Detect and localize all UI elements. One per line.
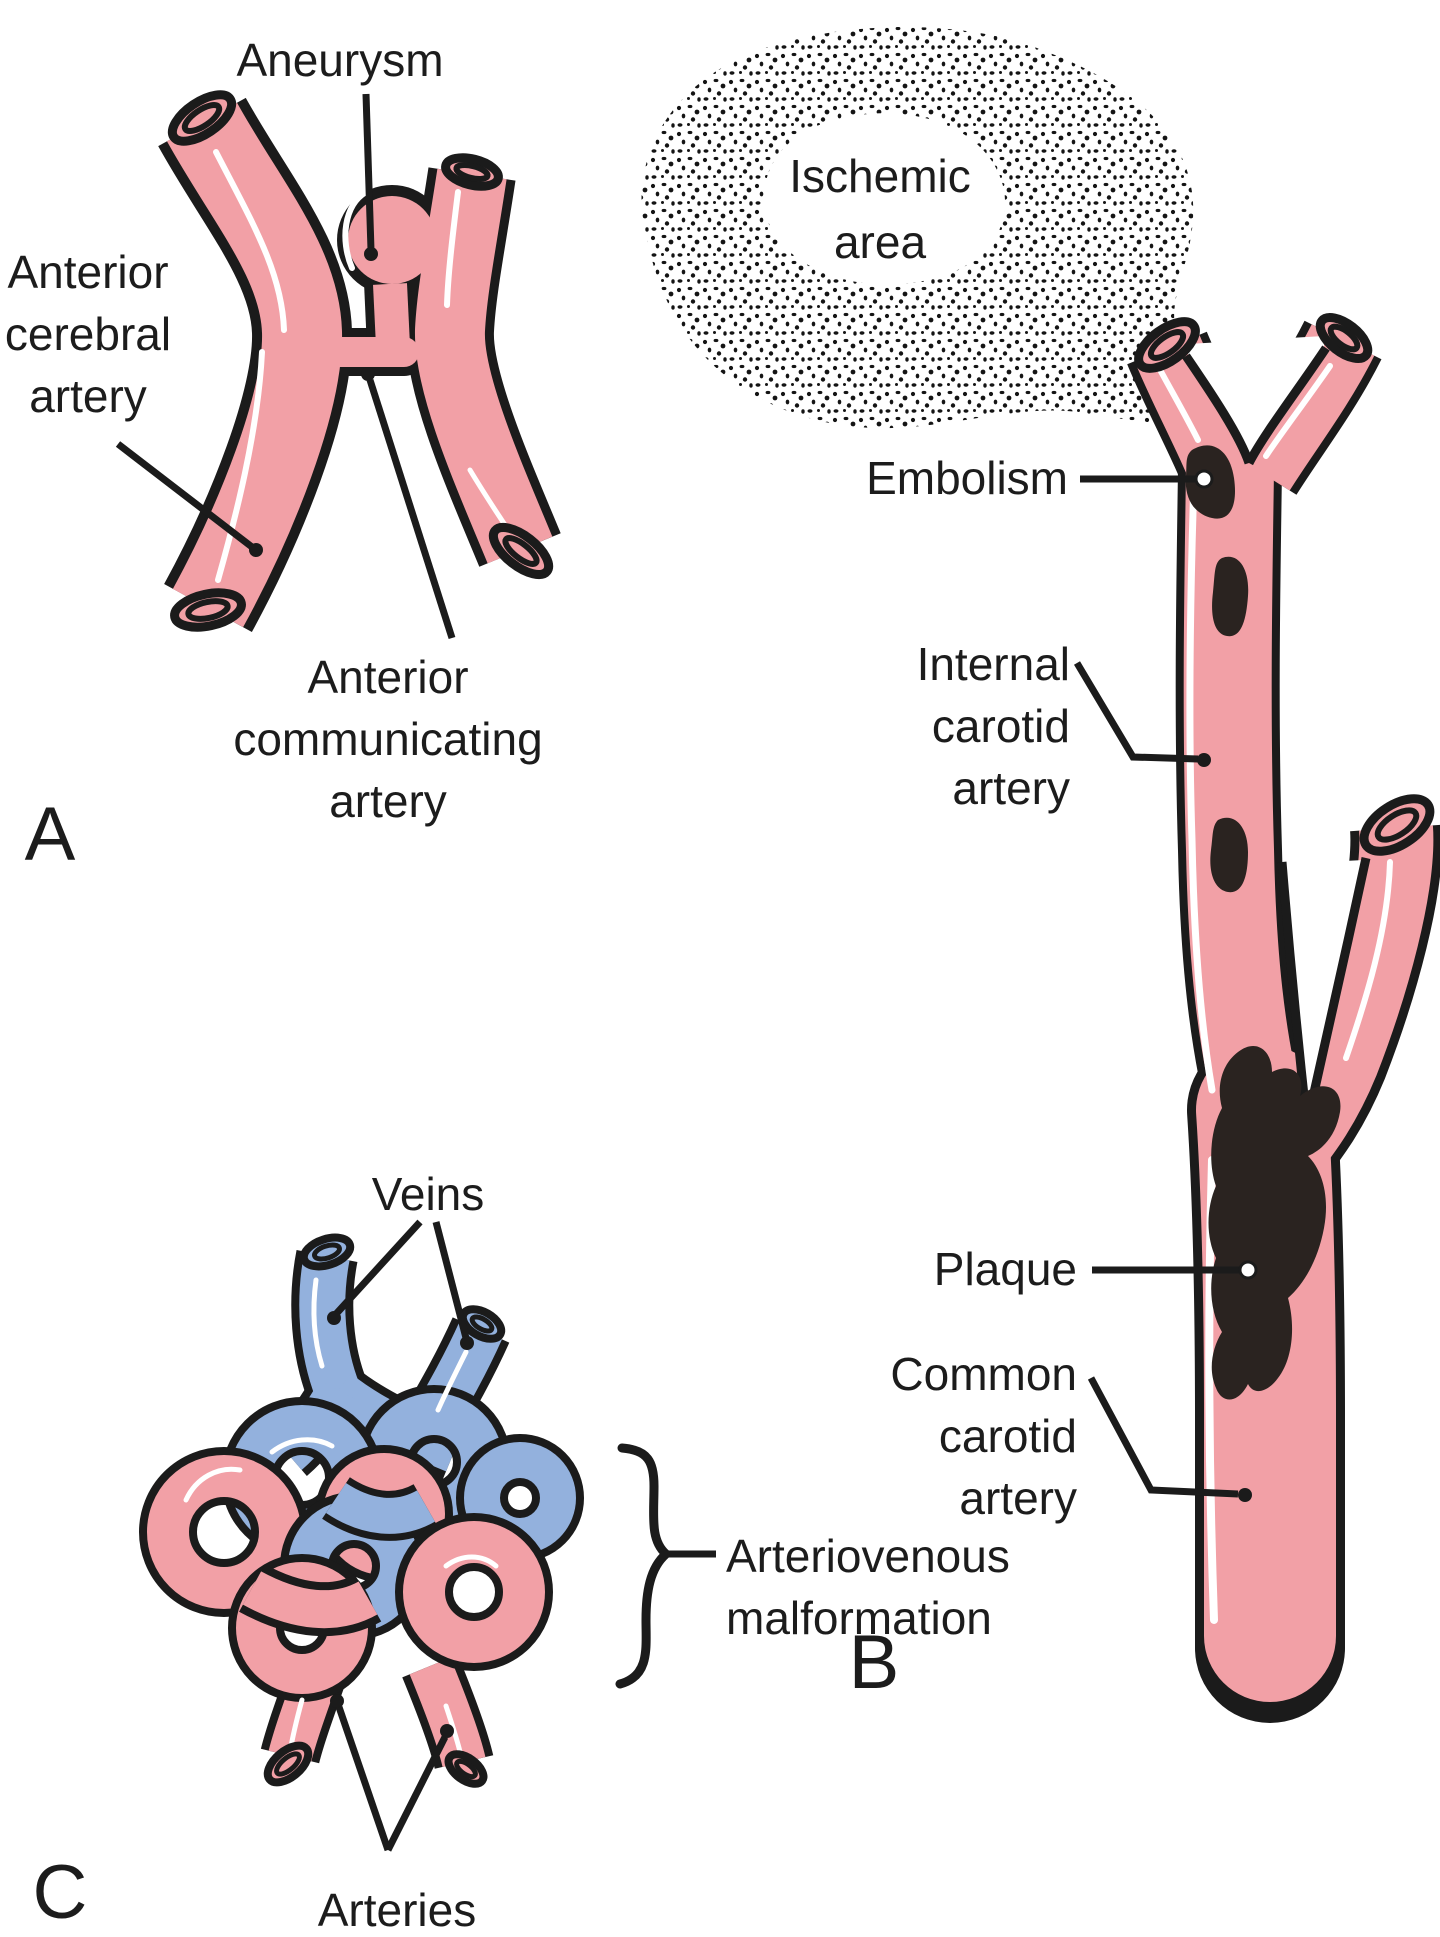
common-carotid-label-line1: Common (890, 1348, 1077, 1400)
veins-label: Veins (372, 1168, 485, 1220)
communicating-leader-dot (361, 367, 375, 381)
internal-carotid-label-line3: artery (952, 762, 1070, 814)
veins-leader-line-right (432, 1221, 470, 1339)
aneurysm-leader-dot (364, 247, 378, 261)
veins-leader-dot-left (327, 1311, 341, 1325)
vessel-highlight (183, 1466, 243, 1503)
anterior-cerebral-leader-dot (249, 543, 263, 557)
communicating-leader-line (366, 378, 456, 640)
avm-vein-connector (326, 1482, 435, 1534)
common-carotid-label-line3: artery (959, 1472, 1077, 1524)
artery-opening-left (263, 1741, 313, 1787)
aneurysm-neck (373, 283, 410, 347)
embolism-label: Embolism (866, 452, 1068, 504)
avm-artery-connector (242, 1571, 378, 1629)
avm-artery-loop (403, 1521, 545, 1663)
embolus-clot-3 (1210, 817, 1248, 893)
vessel-highlight (1343, 859, 1393, 1061)
anterior-cerebral-label-line1: Anterior (7, 246, 168, 298)
upper-notch-edge-right (1245, 345, 1330, 466)
vessel-opening-top-right (441, 153, 503, 191)
vessel-highlight (1263, 363, 1333, 459)
common-carotid-label-line2: carotid (939, 1410, 1077, 1462)
ischemic-area-stipple (641, 27, 1221, 429)
anterior-cerebral-label-line3: artery (29, 370, 147, 422)
panel-b-carotid-diagram: Ischemic area Embolism (641, 27, 1440, 1723)
upper-notch-edge-left (1182, 353, 1254, 465)
artery-opening-right (444, 1750, 488, 1788)
plaque-label: Plaque (934, 1243, 1077, 1295)
vessel-highlight (443, 1554, 499, 1569)
vessel-highlight (1186, 476, 1216, 1094)
avm-brace (615, 1443, 673, 1689)
vessel-opening-top-left (167, 90, 237, 146)
anterior-cerebral-label-line2: cerebral (5, 308, 171, 360)
aneurysm-highlight (342, 189, 369, 271)
panel-a-letter: A (25, 792, 76, 877)
common-carotid-leader-line (1087, 1376, 1239, 1498)
veins-leader-dot-right (460, 1336, 474, 1350)
avm-artery-loop (147, 1455, 301, 1609)
vessel-highlight (311, 1277, 325, 1369)
arteries-leader-dot-right (440, 1724, 454, 1738)
arteries-label: Arteries (318, 1884, 476, 1932)
embolus-clot-2 (1212, 556, 1249, 637)
arteries-leader-line-right (384, 1735, 449, 1852)
anterior-communicating-label-line1: Anterior (307, 651, 468, 703)
right-cerebral-vessel (414, 168, 553, 564)
ischemic-area-label-line1: Ischemic (789, 150, 970, 202)
aneurysm-leader-line (362, 93, 375, 251)
vessel-highlight (1155, 363, 1201, 443)
arteries-leader-line-left (335, 1705, 392, 1852)
internal-carotid-leader-dot (1197, 753, 1211, 767)
vessel-highlight (215, 349, 265, 583)
carotid-opening-right (1315, 313, 1373, 363)
vessel-highlight (213, 149, 287, 333)
internal-carotid-leader-line (1073, 661, 1199, 763)
plaque-leader-dot (1238, 1260, 1258, 1280)
carotid-opening-left (1134, 317, 1200, 373)
anterior-cerebral-vessel (166, 102, 343, 628)
aneurysm-label: Aneurysm (236, 34, 443, 86)
internal-carotid-label-line2: carotid (932, 700, 1070, 752)
vein-left (299, 1251, 360, 1401)
external-carotid-opening (1359, 794, 1435, 856)
panel-a-aneurysm-diagram: Aneurysm Anterior cerebral artery Anteri… (5, 34, 561, 877)
vessel-highlight (435, 1349, 469, 1413)
anterior-communicating-label-line3: artery (329, 775, 447, 827)
internal-carotid-label-line1: Internal (917, 638, 1070, 690)
vessel-opening-bottom-left (170, 588, 246, 632)
vessel-highlight (269, 1437, 335, 1455)
vessel-opening-bottom-right (488, 522, 554, 580)
upper-bifurcation-notch (1188, 336, 1324, 462)
avm-label-line1: Arteriovenous (726, 1530, 1010, 1582)
ischemic-area-label-line2: area (834, 216, 926, 268)
common-carotid-leader-dot (1238, 1488, 1252, 1502)
anterior-cerebral-leader-line (115, 441, 255, 550)
avm-label-line2: malformation (726, 1592, 992, 1644)
embolism-leader-dot (1194, 469, 1214, 489)
arteries-leader-dot-left (330, 1694, 344, 1708)
vein-opening-right (458, 1305, 506, 1343)
vein-opening-left (299, 1233, 355, 1271)
panel-b-letter: B (849, 1620, 900, 1705)
anterior-communicating-label-line2: communicating (233, 713, 542, 765)
veins-leader-line-left (333, 1219, 423, 1317)
vessel-highlight (444, 189, 461, 308)
plaque-mass (1208, 1045, 1341, 1400)
panel-c-letter: C (33, 1850, 88, 1932)
panel-c-avm-diagram: Veins Arteriovenous malformation Arterie… (33, 1168, 1010, 1936)
aneurysm-bulge (348, 196, 436, 284)
